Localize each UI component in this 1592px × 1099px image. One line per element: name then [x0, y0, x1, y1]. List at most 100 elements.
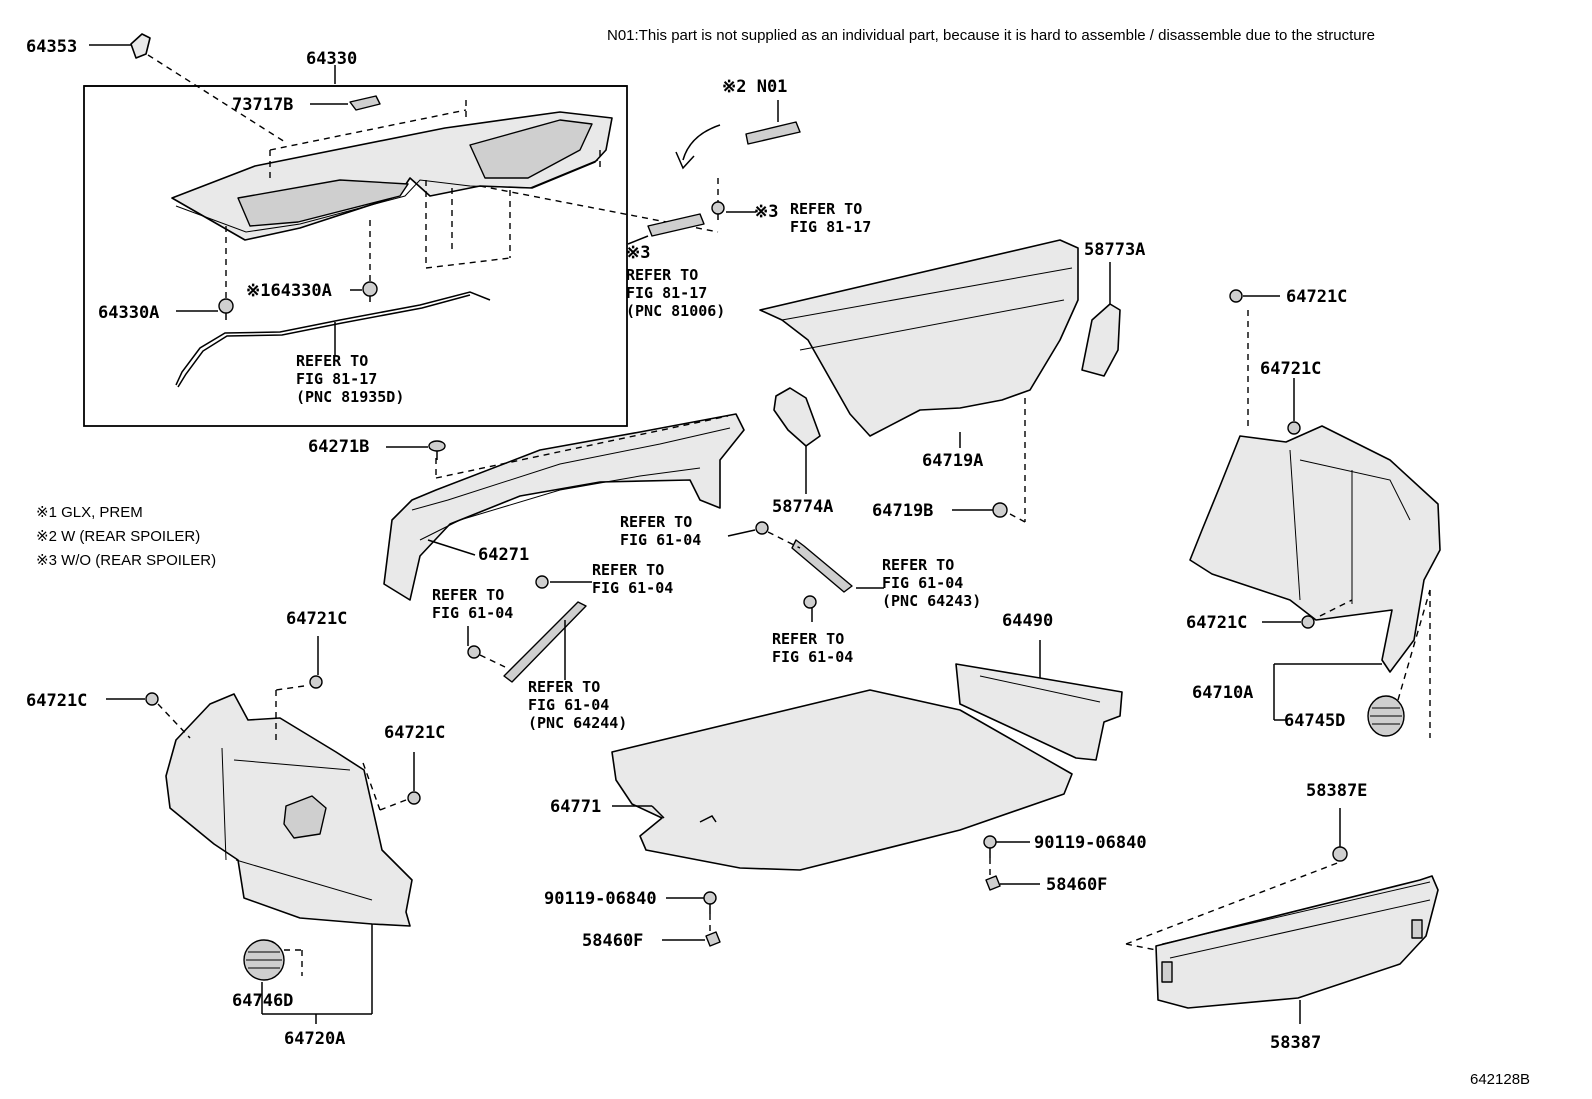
clip-64719B[interactable]	[992, 502, 1008, 518]
refer-r5[interactable]: REFER TO FIG 61-04	[592, 561, 673, 597]
hinge-cover-58773A[interactable]	[1081, 303, 1121, 377]
scuff-plate-58387[interactable]	[1155, 875, 1439, 1009]
refer-r3[interactable]: REFER TO FIG 81-17 (PNC 81935D)	[296, 352, 404, 406]
clip-64721C-r1[interactable]	[1229, 289, 1243, 303]
bracket-64243[interactable]	[791, 539, 853, 593]
label-64721C-l3: 64721C	[384, 723, 445, 743]
refer-r6[interactable]: REFER TO FIG 61-04	[432, 586, 513, 622]
clip-64721C-r2[interactable]	[1287, 421, 1301, 435]
svg-text:REFER TO: REFER TO	[790, 200, 862, 218]
svg-text:FIG 61-04: FIG 61-04	[882, 574, 963, 592]
label-58774A: 58774A	[772, 497, 833, 517]
label-64330: 64330	[306, 49, 357, 69]
svg-text:(PNC 64243): (PNC 64243)	[882, 592, 981, 610]
svg-text:REFER TO: REFER TO	[432, 586, 504, 604]
svg-text:(PNC 81935D): (PNC 81935D)	[296, 388, 404, 406]
svg-text:REFER TO: REFER TO	[296, 352, 368, 370]
label-64746D: 64746D	[232, 991, 293, 1011]
svg-text:FIG 81-17: FIG 81-17	[626, 284, 707, 302]
svg-text:REFER TO: REFER TO	[626, 266, 698, 284]
label-58387: 58387	[1270, 1033, 1321, 1053]
clip-64330A-left[interactable]	[218, 298, 234, 320]
label-64330A: 64330A	[98, 303, 159, 323]
label-58773A: 58773A	[1084, 240, 1145, 260]
svg-text:FIG 81-17: FIG 81-17	[296, 370, 377, 388]
svg-text:FIG 61-04: FIG 61-04	[620, 531, 701, 549]
bolt-rod-upper[interactable]	[535, 575, 549, 589]
part-labels: 64353 64330 73717B 64330A ※164330A ※2 N0…	[26, 37, 1367, 1053]
bracket-64353-part[interactable]	[130, 33, 151, 59]
direction-arrow	[682, 124, 721, 161]
svg-text:REFER TO: REFER TO	[528, 678, 600, 696]
clip-64721C-l2[interactable]	[309, 675, 323, 689]
label-k3-bolt: ※3	[754, 202, 778, 222]
side-trim-right-64710A[interactable]	[1189, 425, 1441, 673]
label-N01: ※2 N01	[722, 77, 787, 97]
wire-harness[interactable]	[175, 291, 491, 386]
label-64719B: 64719B	[872, 501, 933, 521]
bolt-bracket-lower[interactable]	[803, 595, 817, 609]
refer-r2[interactable]: REFER TO FIG 81-17 (PNC 81006)	[626, 266, 725, 320]
clip-58387E[interactable]	[1332, 846, 1348, 862]
label-64271B: 64271B	[308, 437, 369, 457]
bolt-90119-right[interactable]	[983, 835, 997, 858]
label-64720A: 64720A	[284, 1029, 345, 1049]
rear-panel-trim-64271[interactable]	[383, 413, 745, 601]
side-trim-left-64720A[interactable]	[165, 693, 413, 927]
label-58460F-right: 58460F	[1046, 875, 1107, 895]
package-tray-64330[interactable]	[171, 111, 613, 241]
refer-r1[interactable]: REFER TO FIG 81-17	[790, 200, 871, 236]
label-64771: 64771	[550, 797, 601, 817]
bolt-rod-lower[interactable]	[467, 645, 481, 659]
torsion-rod-64244[interactable]	[503, 601, 587, 683]
service-cover-64746D[interactable]	[243, 939, 285, 981]
label-64721C-l1: 64721C	[26, 691, 87, 711]
bolt-bracket-upper[interactable]	[755, 521, 769, 535]
svg-text:REFER TO: REFER TO	[620, 513, 692, 531]
clip-64721C-l1[interactable]	[145, 692, 159, 706]
svg-text:FIG 81-17: FIG 81-17	[790, 218, 871, 236]
svg-text:FIG 61-04: FIG 61-04	[528, 696, 609, 714]
clip-64330A-right[interactable]	[362, 281, 378, 302]
structure-note: N01:This part is not supplied as an indi…	[607, 27, 1375, 44]
svg-text:REFER TO: REFER TO	[592, 561, 664, 579]
svg-text:FIG 61-04: FIG 61-04	[592, 579, 673, 597]
label-58387E: 58387E	[1306, 781, 1367, 801]
clip-64271B[interactable]	[428, 440, 446, 460]
label-k3-reinforcement: ※3	[626, 243, 650, 263]
hinge-cover-58774A[interactable]	[773, 387, 821, 447]
label-90119-left: 90119-06840	[544, 889, 657, 909]
svg-text:FIG 61-04: FIG 61-04	[772, 648, 853, 666]
refer-r8[interactable]: REFER TO FIG 61-04 (PNC 64243)	[882, 556, 981, 610]
refer-r4[interactable]: REFER TO FIG 61-04	[620, 513, 701, 549]
figure-id: 642128B	[1470, 1071, 1530, 1088]
refer-r7[interactable]: REFER TO FIG 61-04 (PNC 64244)	[528, 678, 627, 732]
applicability-legend: ※1 GLX, PREM ※2 W (REAR SPOILER) ※3 W/O …	[36, 504, 216, 569]
label-64719A: 64719A	[922, 451, 983, 471]
clip-64721C-l3[interactable]	[407, 791, 421, 805]
svg-text:(PNC 64244): (PNC 64244)	[528, 714, 627, 732]
nut-58460F-left[interactable]	[705, 931, 721, 947]
label-64721C-l2: 64721C	[286, 609, 347, 629]
label-90119-right: 90119-06840	[1034, 833, 1147, 853]
trunk-lid-trim-64719A[interactable]	[759, 239, 1079, 437]
clip-64721C-r3[interactable]	[1301, 615, 1315, 629]
label-64353: 64353	[26, 37, 77, 57]
refer-r9[interactable]: REFER TO FIG 61-04	[772, 630, 853, 666]
label-64721C-r3: 64721C	[1186, 613, 1247, 633]
bolt-90119-left[interactable]	[703, 891, 717, 914]
reinforcement-k3[interactable]	[647, 213, 705, 237]
legend-item: ※3 W/O (REAR SPOILER)	[36, 552, 216, 569]
clip-73717B[interactable]	[349, 95, 381, 111]
service-cover-64745D[interactable]	[1367, 695, 1405, 737]
tray-64490[interactable]	[955, 663, 1123, 761]
label-64721C-r2: 64721C	[1260, 359, 1321, 379]
label-64490: 64490	[1002, 611, 1053, 631]
label-64330A-k1: ※164330A	[246, 281, 332, 301]
bolt-k3[interactable]	[711, 201, 725, 220]
nut-58460F-right[interactable]	[985, 875, 1001, 891]
label-64710A: 64710A	[1192, 683, 1253, 703]
label-73717B: 73717B	[232, 95, 293, 115]
reinforcement-N01[interactable]	[745, 121, 801, 145]
